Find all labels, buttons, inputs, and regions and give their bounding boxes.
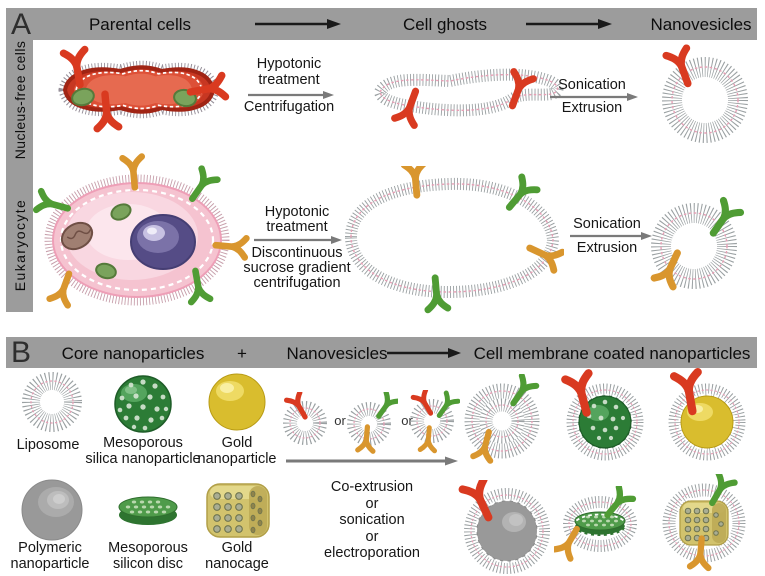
panel-b-header-bar: [6, 337, 757, 368]
polymeric-nanoparticle-illustration: [21, 479, 83, 541]
small-vesicle-illustration: [283, 392, 327, 445]
nanovesicle-illustration: [638, 190, 750, 302]
nanovesicle-illustration: [662, 44, 748, 143]
coated-gold-illustration: [668, 366, 746, 461]
coated-liposome-illustration: [464, 374, 540, 468]
label-silica-2: silica nanoparticle: [85, 451, 201, 467]
gold-nanoparticle-illustration: [208, 373, 266, 431]
header-arrow-1-icon: [255, 19, 341, 29]
header-nanovesicles-b: Nanovesicles: [286, 344, 388, 363]
gold-nanocage-illustration: [206, 483, 270, 538]
coated-disc-illustration: [554, 486, 637, 570]
process-text: Hypotonic: [256, 56, 322, 72]
organelle-icon: [71, 87, 95, 107]
process-arrow-icon: [570, 232, 652, 240]
silica-nanoparticle-illustration: [114, 375, 172, 433]
label-liposome: Liposome: [16, 437, 80, 453]
process-text: Sonication: [573, 216, 641, 232]
process-text: sonication: [339, 512, 405, 528]
label-gold-2: nanoparticle: [197, 451, 277, 467]
panel-b-label: B: [11, 336, 32, 369]
cell-ghost-illustration: [373, 52, 564, 142]
label-cage-2: nanocage: [205, 556, 269, 572]
process-arrow-icon: [550, 93, 638, 101]
label-polymeric-1: Polymeric: [18, 540, 82, 556]
process-text: Extrusion: [576, 240, 638, 256]
silicon-disc-illustration: [118, 496, 178, 525]
process-text: treatment: [258, 72, 320, 88]
eukaryocyte-illustration: [30, 150, 250, 318]
small-vesicle-illustration: [347, 392, 398, 458]
header-arrow-2-icon: [526, 19, 612, 29]
receptor-green-icon: [184, 169, 217, 205]
process-arrow-icon: [254, 236, 342, 244]
coating-process-arrow-icon: [286, 456, 458, 466]
header-coated-nanoparticles: Cell membrane coated nanoparticles: [473, 344, 751, 363]
liposome-illustration: [22, 372, 82, 432]
header-cell-ghosts: Cell ghosts: [402, 15, 488, 34]
process-text: sucrose gradient: [243, 260, 351, 276]
panel-a-sidebar: [6, 40, 33, 312]
process-text: electroporation: [324, 545, 420, 561]
process-text: Hypotonic: [264, 204, 330, 220]
coated-polymeric-illustration: [458, 480, 550, 574]
label-gold-1: Gold: [221, 435, 253, 451]
process-text: Centrifugation: [243, 99, 335, 115]
coated-nanocage-illustration: [662, 474, 746, 576]
receptor-orange-icon: [404, 166, 427, 196]
header-core-nanoparticles: Core nanoparticles: [61, 344, 205, 363]
header-arrow-b-icon: [387, 348, 461, 358]
process-text: centrifugation: [253, 275, 341, 291]
process-text: or: [365, 529, 379, 545]
process-text: Discontinuous: [251, 245, 343, 261]
receptor-green-icon: [506, 376, 536, 409]
header-parental-cells: Parental cells: [88, 15, 192, 34]
label-polymeric-2: nanoparticle: [10, 556, 90, 572]
label-silicon-2: silicon disc: [112, 556, 184, 572]
receptor-red-icon: [395, 88, 426, 126]
process-arrow-icon: [248, 91, 334, 99]
header-nanovesicles: Nanovesicles: [650, 15, 752, 34]
or-text-1: or: [334, 413, 346, 428]
panel-a-label: A: [11, 8, 32, 41]
label-silica-1: Mesoporous: [103, 435, 183, 451]
process-text: or: [365, 496, 379, 512]
label-cage-1: Gold: [221, 540, 253, 556]
coated-silica-illustration: [556, 366, 644, 461]
process-text: Co-extrusion: [330, 479, 414, 495]
receptor-red-icon: [666, 48, 698, 87]
parental-red-cell-illustration: [58, 40, 245, 145]
or-text-2: or: [401, 413, 413, 428]
receptor-green-icon: [502, 177, 537, 214]
process-text: Sonication: [558, 77, 626, 93]
label-silicon-1: Mesoporous: [108, 540, 188, 556]
row-label-nucleus-free-cells: Nucleus-free cells: [12, 40, 28, 160]
organelle-icon: [95, 262, 117, 280]
process-text: treatment: [266, 219, 328, 235]
receptor-orange-icon: [526, 239, 563, 270]
eukaryocyte-ghost-illustration: [344, 166, 564, 326]
organelle-icon: [110, 203, 132, 221]
process-text: Extrusion: [561, 100, 623, 116]
mitochondria-icon: [60, 221, 94, 251]
header-plus-sign: +: [237, 344, 247, 363]
panel-a-header-bar: [6, 8, 757, 40]
row-label-eukaryocyte: Eukaryocyte: [12, 198, 28, 292]
small-vesicle-illustration: [410, 390, 460, 456]
